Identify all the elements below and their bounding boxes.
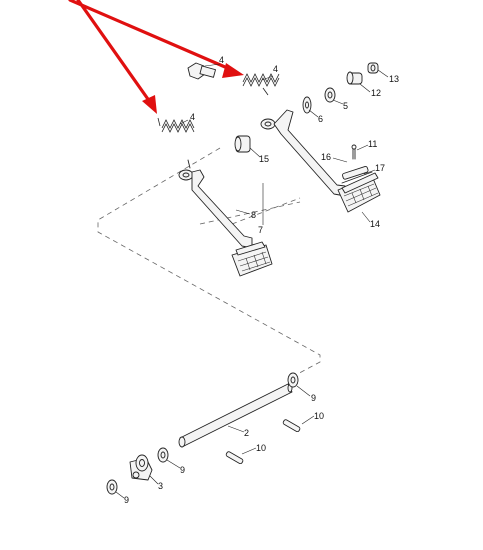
- callout-17: 17: [375, 163, 385, 173]
- right-pedal-tread: [343, 183, 379, 207]
- callout-7: 7: [258, 225, 263, 235]
- left-pedal: [178, 159, 273, 277]
- dashed-assembly-lines: [97, 147, 321, 379]
- callout-4c: 4: [190, 112, 195, 122]
- small-parts-right: [302, 62, 379, 114]
- arrow-head-top: [222, 63, 244, 78]
- spring-left: [157, 117, 195, 133]
- callout-10b: 10: [256, 443, 266, 453]
- shaft-part: [178, 383, 293, 448]
- red-arrows: [68, 0, 244, 114]
- bolt-part: [187, 62, 216, 80]
- pins-lower: [225, 419, 301, 465]
- callout-11: 11: [368, 139, 377, 149]
- callout-8: 8: [251, 210, 256, 220]
- leader-lines: [115, 63, 389, 499]
- left-pedal-tread: [237, 251, 271, 272]
- spring-top: [242, 73, 280, 96]
- callout-10a: 10: [314, 411, 324, 421]
- arrow-to-spring-left: [76, 0, 152, 104]
- callout-15: 15: [259, 154, 269, 164]
- washers: [106, 372, 299, 495]
- callout-numbers: 4 4 4 13 12 5 6 15 11 16 17 14 8 7 9 10 …: [124, 55, 399, 505]
- callout-6: 6: [318, 114, 323, 124]
- right-pedal: [260, 109, 381, 213]
- callout-9b: 9: [180, 465, 185, 475]
- callout-4b: 4: [273, 64, 278, 74]
- lever-part: [129, 454, 153, 481]
- arrow-head-left: [142, 95, 157, 114]
- callout-3: 3: [158, 481, 163, 491]
- callout-5: 5: [343, 101, 348, 111]
- callout-9a: 9: [311, 393, 316, 403]
- arrow-to-spring-top: [68, 0, 234, 72]
- callout-9c: 9: [124, 495, 129, 505]
- callout-14: 14: [370, 219, 380, 229]
- callout-4a: 4: [219, 55, 224, 65]
- callout-16: 16: [321, 152, 331, 162]
- callout-13: 13: [389, 74, 399, 84]
- callout-2: 2: [244, 428, 249, 438]
- bushing-part: [234, 135, 251, 153]
- pins-right: [342, 144, 369, 180]
- callout-12: 12: [371, 88, 381, 98]
